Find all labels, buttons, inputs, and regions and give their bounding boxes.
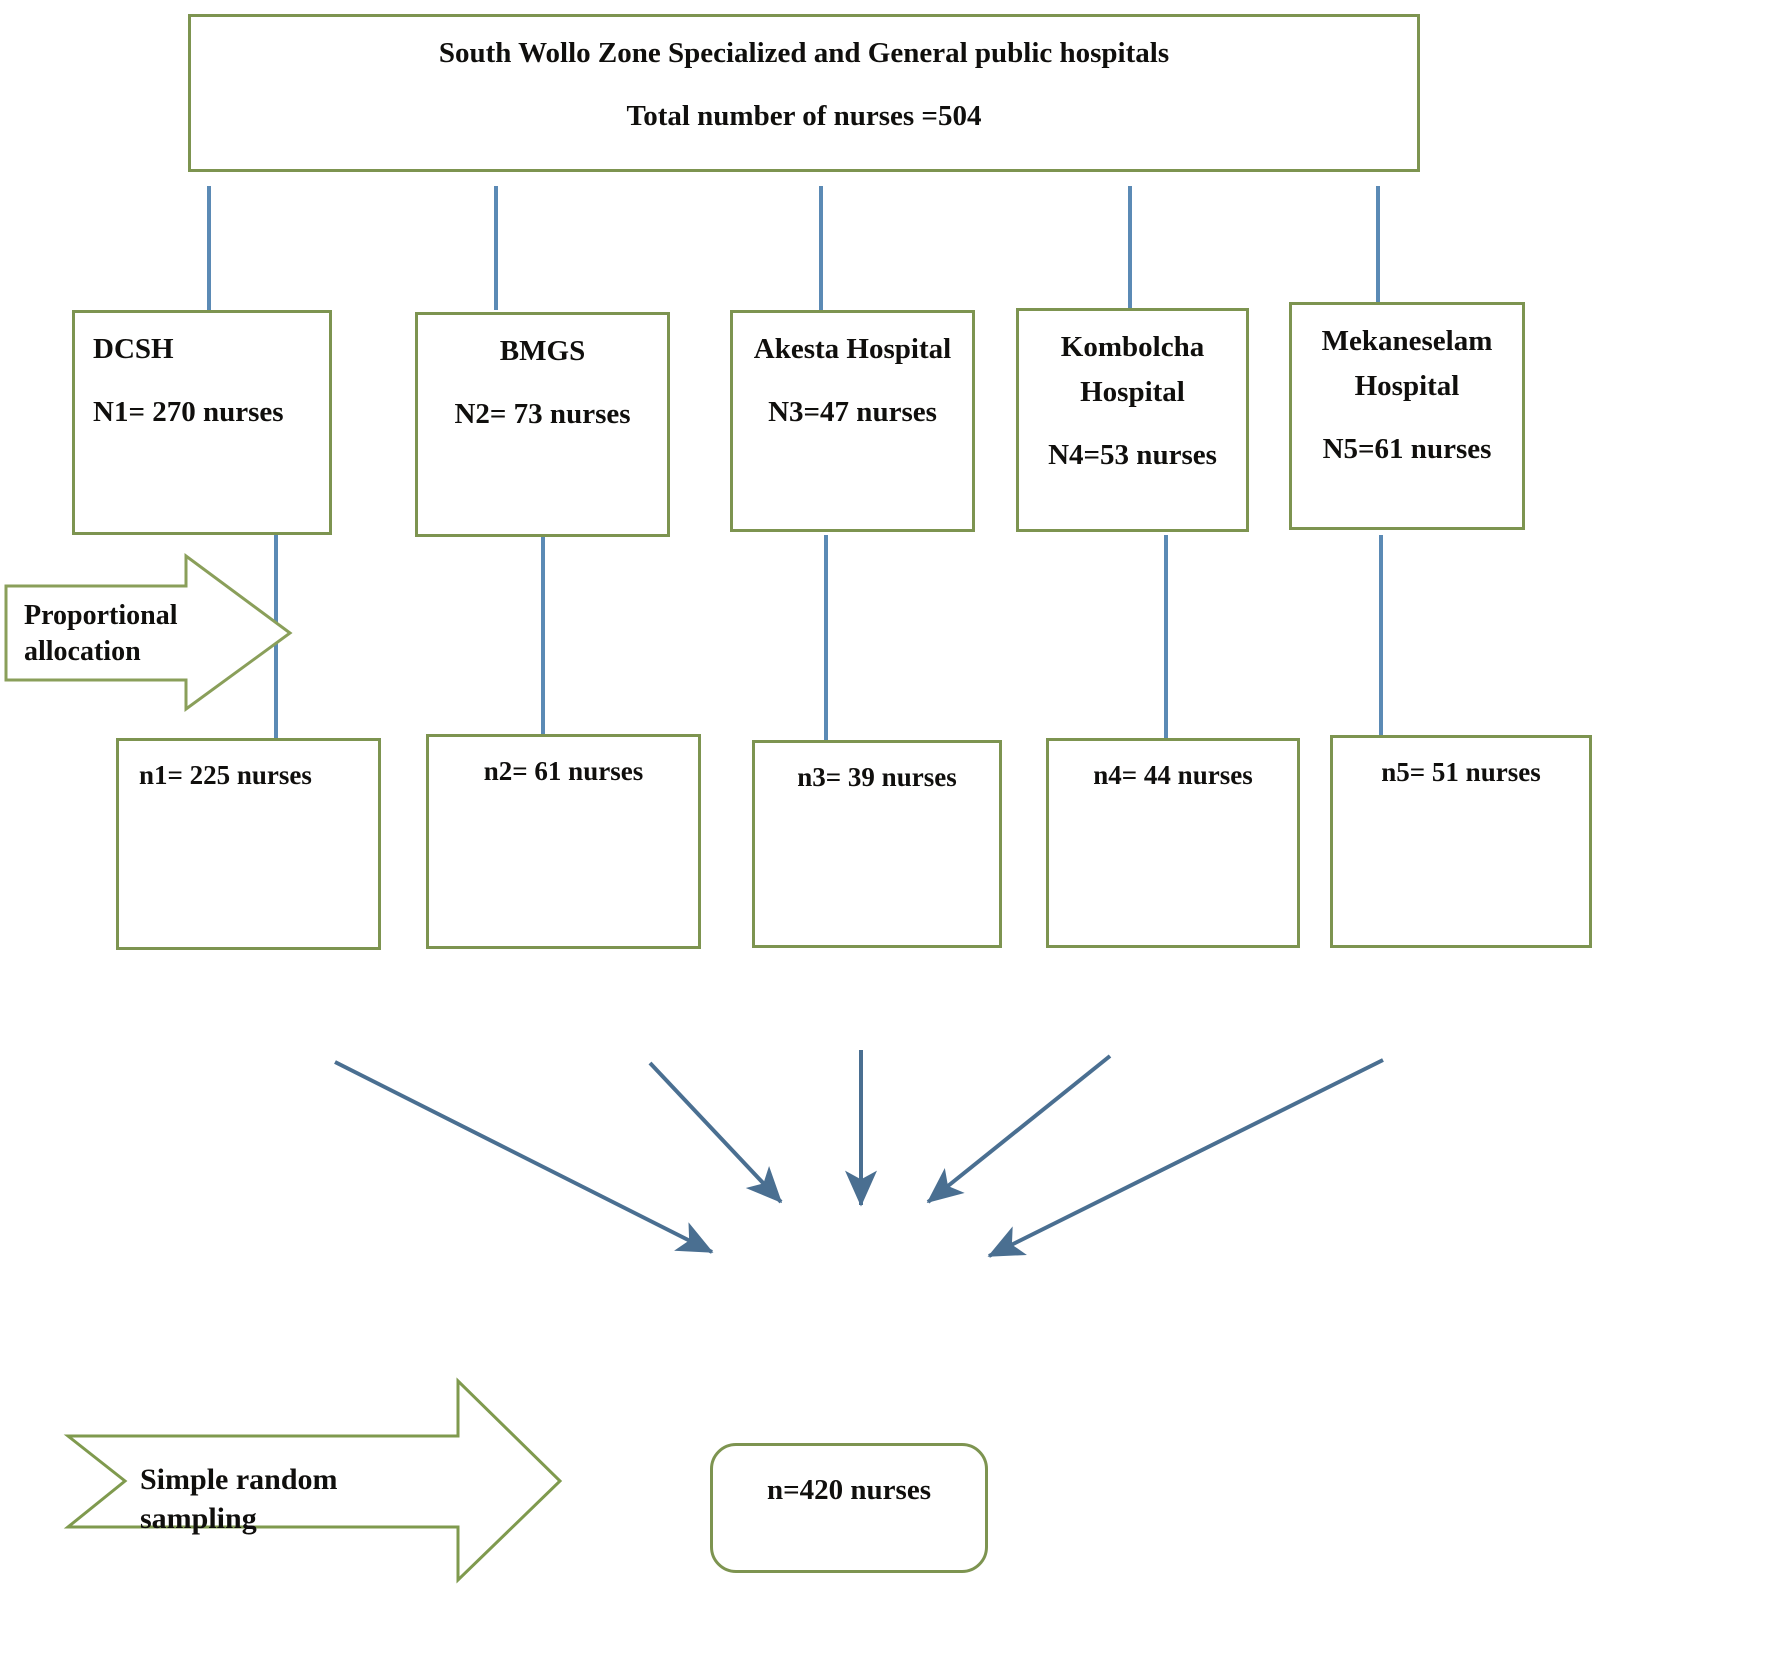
connector-line-top-to-hospital-3 [819, 186, 823, 310]
hospital-box-dcsh: DCSH N1= 270 nurses [72, 310, 332, 535]
sample-label-n4: n4= 44 nurses [1093, 760, 1253, 790]
hospital-box-bmgs: BMGS N2= 73 nurses [415, 312, 670, 537]
hospital-name-kombolcha-2: Hospital [1080, 375, 1185, 408]
sample-label-n2: n2= 61 nurses [483, 756, 644, 786]
sample-label-n5: n5= 51 nurses [1381, 757, 1541, 787]
hospital-population-akesta: N3=47 nurses [768, 395, 937, 428]
connector-line-hospital-4-to-sample-4 [1164, 535, 1168, 740]
converge-arrow-1 [334, 1060, 714, 1254]
hospital-population-bmgs: N2= 73 nurses [454, 397, 631, 430]
connector-line-hospital-1-to-sample-1 [274, 535, 278, 740]
hospital-population-kombolcha: N4=53 nurses [1048, 438, 1217, 471]
converge-arrow-2 [648, 1061, 783, 1204]
total-population-line-2: Total number of nurses =504 [626, 99, 982, 132]
hospital-population-mekaneselam: N5=61 nurses [1322, 432, 1492, 465]
simple-random-sampling-text: Simple random sampling [140, 1463, 338, 1535]
final-sample-label: n=420 nurses [767, 1474, 931, 1506]
sample-box-n3: n3= 39 nurses [752, 740, 1002, 948]
sample-label-n3: n3= 39 nurses [797, 762, 957, 792]
hospital-population-dcsh: N1= 270 nurses [93, 395, 284, 428]
connector-line-top-to-hospital-4 [1128, 186, 1132, 310]
sample-box-n5: n5= 51 nurses [1330, 735, 1592, 948]
connector-line-hospital-5-to-sample-5 [1379, 535, 1383, 740]
sample-label-n1: n1= 225 nurses [139, 760, 312, 790]
sample-box-n1: n1= 225 nurses [116, 738, 381, 950]
connector-line-top-to-hospital-1 [207, 186, 211, 310]
proportional-allocation-label: Proportional allocation [24, 598, 214, 671]
hospital-box-kombolcha: Kombolcha Hospital N4=53 nurses [1016, 308, 1249, 532]
hospital-name-dcsh: DCSH [93, 333, 174, 365]
final-sample-box: n=420 nurses [710, 1443, 988, 1573]
sample-box-n2: n2= 61 nurses [426, 734, 701, 949]
connector-line-hospital-2-to-sample-2 [541, 535, 545, 740]
connector-line-top-to-hospital-5 [1376, 186, 1380, 310]
hospital-name-mekaneselam: Mekaneselam [1321, 325, 1493, 357]
connector-line-top-to-hospital-2 [494, 186, 498, 310]
hospital-name-mekaneselam-2: Hospital [1354, 369, 1460, 402]
total-population-line-1: South Wollo Zone Specialized and General… [438, 37, 1170, 69]
simple-random-sampling-label: Simple random sampling [140, 1460, 460, 1538]
hospital-name-kombolcha: Kombolcha [1060, 331, 1205, 363]
proportional-allocation-line-2: allocation [24, 636, 141, 668]
hospital-box-akesta: Akesta Hospital N3=47 nurses [730, 310, 975, 532]
connector-line-hospital-3-to-sample-3 [824, 535, 828, 740]
sample-box-n4: n4= 44 nurses [1046, 738, 1300, 948]
hospital-name-bmgs: BMGS [499, 335, 586, 367]
hospital-name-akesta: Akesta Hospital [753, 333, 952, 365]
total-population-box: South Wollo Zone Specialized and General… [188, 14, 1420, 172]
proportional-allocation-line-1: Proportional [24, 600, 178, 631]
converge-arrow-4 [926, 1054, 1112, 1204]
hospital-box-mekaneselam: Mekaneselam Hospital N5=61 nurses [1289, 302, 1525, 530]
converge-arrow-5 [987, 1058, 1384, 1258]
